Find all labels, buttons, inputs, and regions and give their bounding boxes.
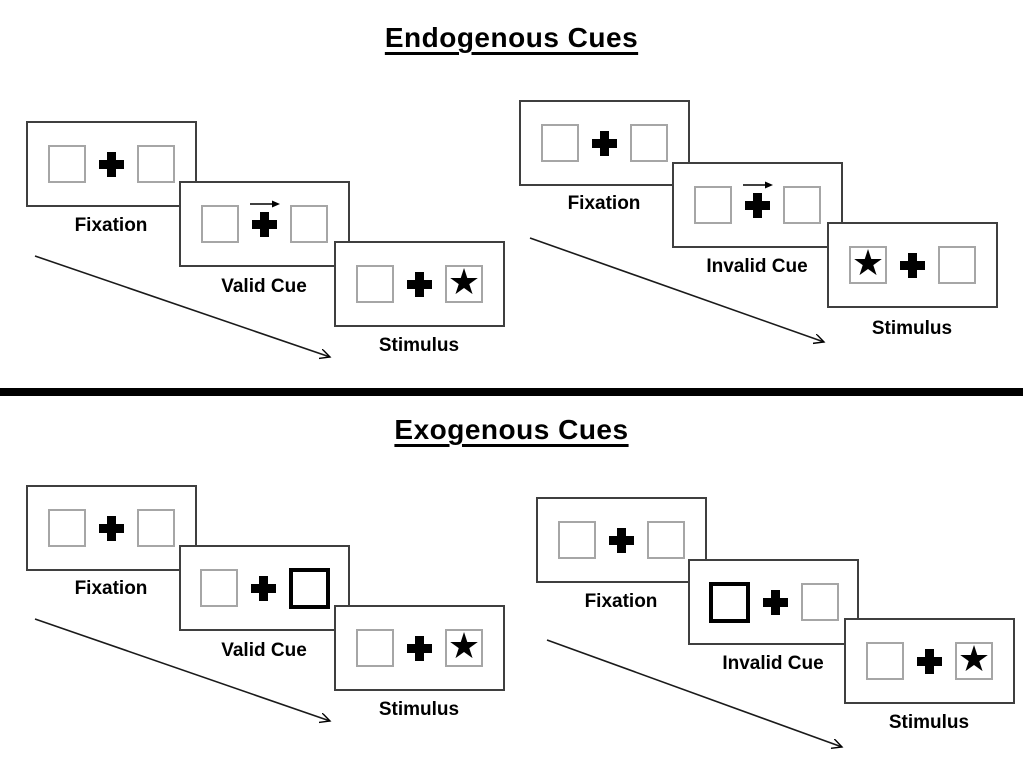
panel-label: Stimulus <box>378 699 460 720</box>
section-divider <box>0 388 1023 396</box>
right-box <box>800 583 839 621</box>
endo-valid-cue-panel <box>179 181 350 267</box>
endogenous-section-title: Endogenous Cues <box>384 22 639 53</box>
right-box <box>647 521 685 559</box>
endo-valid-fixation-panel <box>26 121 197 207</box>
fixation-cross <box>592 130 617 156</box>
right-box-star: ★ <box>955 642 993 680</box>
left-box <box>541 124 579 162</box>
endo-valid-time-arrow <box>34 255 330 357</box>
star-icon: ★ <box>447 265 481 303</box>
exogenous-section-title: Exogenous Cues <box>394 414 629 445</box>
endo-invalid-time-arrow <box>529 237 824 342</box>
exo-valid-fixation-panel <box>26 485 197 571</box>
panel-label: Fixation <box>567 193 641 214</box>
panel-label: Invalid Cue <box>722 653 824 674</box>
fixation-cross <box>250 575 276 601</box>
endo-invalid-cue-panel <box>672 162 843 248</box>
left-box <box>694 186 732 224</box>
panel-label: Stimulus <box>888 712 970 733</box>
fixation-cross <box>900 252 925 278</box>
right-box-cue <box>288 567 330 609</box>
panel-label: Invalid Cue <box>706 256 808 277</box>
fixation-cross <box>99 151 124 177</box>
exo-invalid-cue-panel <box>688 559 859 645</box>
star-icon: ★ <box>957 642 991 680</box>
right-box <box>137 509 175 547</box>
right-box <box>290 205 328 243</box>
endo-invalid-stimulus-panel: ★ <box>827 222 998 308</box>
plus-icon <box>745 192 770 218</box>
left-box-cue <box>708 581 750 623</box>
left-box <box>356 265 394 303</box>
panel-label: Valid Cue <box>221 640 307 661</box>
right-box <box>938 246 976 284</box>
endo-valid-stimulus-panel: ★ <box>334 241 505 327</box>
fixation-cross <box>407 271 432 297</box>
plus-icon <box>252 211 277 237</box>
fixation-cross <box>249 200 280 237</box>
panel-label: Fixation <box>584 591 658 612</box>
right-arrow-icon <box>249 200 280 207</box>
left-box <box>199 569 238 607</box>
left-box <box>48 145 86 183</box>
left-box <box>866 642 904 680</box>
fixation-cross <box>762 589 788 615</box>
exo-valid-time-arrow <box>34 618 330 721</box>
exo-valid-cue-panel <box>179 545 350 631</box>
fixation-cross <box>407 635 432 661</box>
plus-icon <box>407 635 432 661</box>
right-arrow-icon <box>742 181 773 188</box>
star-icon: ★ <box>851 246 885 284</box>
right-box-star: ★ <box>445 265 483 303</box>
left-box <box>558 521 596 559</box>
exo-invalid-stimulus-panel: ★ <box>844 618 1015 704</box>
left-box-star: ★ <box>849 246 887 284</box>
plus-icon <box>99 515 124 541</box>
endo-invalid-fixation-panel <box>519 100 690 186</box>
fixation-cross <box>609 527 634 553</box>
exo-valid-stimulus-panel: ★ <box>334 605 505 691</box>
panel-label: Valid Cue <box>221 276 307 297</box>
plus-icon <box>592 130 617 156</box>
left-box <box>48 509 86 547</box>
right-box-star: ★ <box>445 629 483 667</box>
plus-icon <box>762 589 788 615</box>
panel-label: Fixation <box>74 578 148 599</box>
panel-label: Stimulus <box>378 335 460 356</box>
fixation-cross <box>917 648 942 674</box>
plus-icon <box>917 648 942 674</box>
panel-label: Stimulus <box>871 318 953 339</box>
fixation-cross <box>99 515 124 541</box>
plus-icon <box>900 252 925 278</box>
star-icon: ★ <box>447 629 481 667</box>
exo-invalid-fixation-panel <box>536 497 707 583</box>
fixation-cross <box>742 181 773 218</box>
plus-icon <box>609 527 634 553</box>
plus-icon <box>250 575 276 601</box>
right-box <box>137 145 175 183</box>
left-box <box>201 205 239 243</box>
right-box <box>783 186 821 224</box>
plus-icon <box>99 151 124 177</box>
left-box <box>356 629 394 667</box>
plus-icon <box>407 271 432 297</box>
right-box <box>630 124 668 162</box>
panel-label: Fixation <box>74 215 148 236</box>
